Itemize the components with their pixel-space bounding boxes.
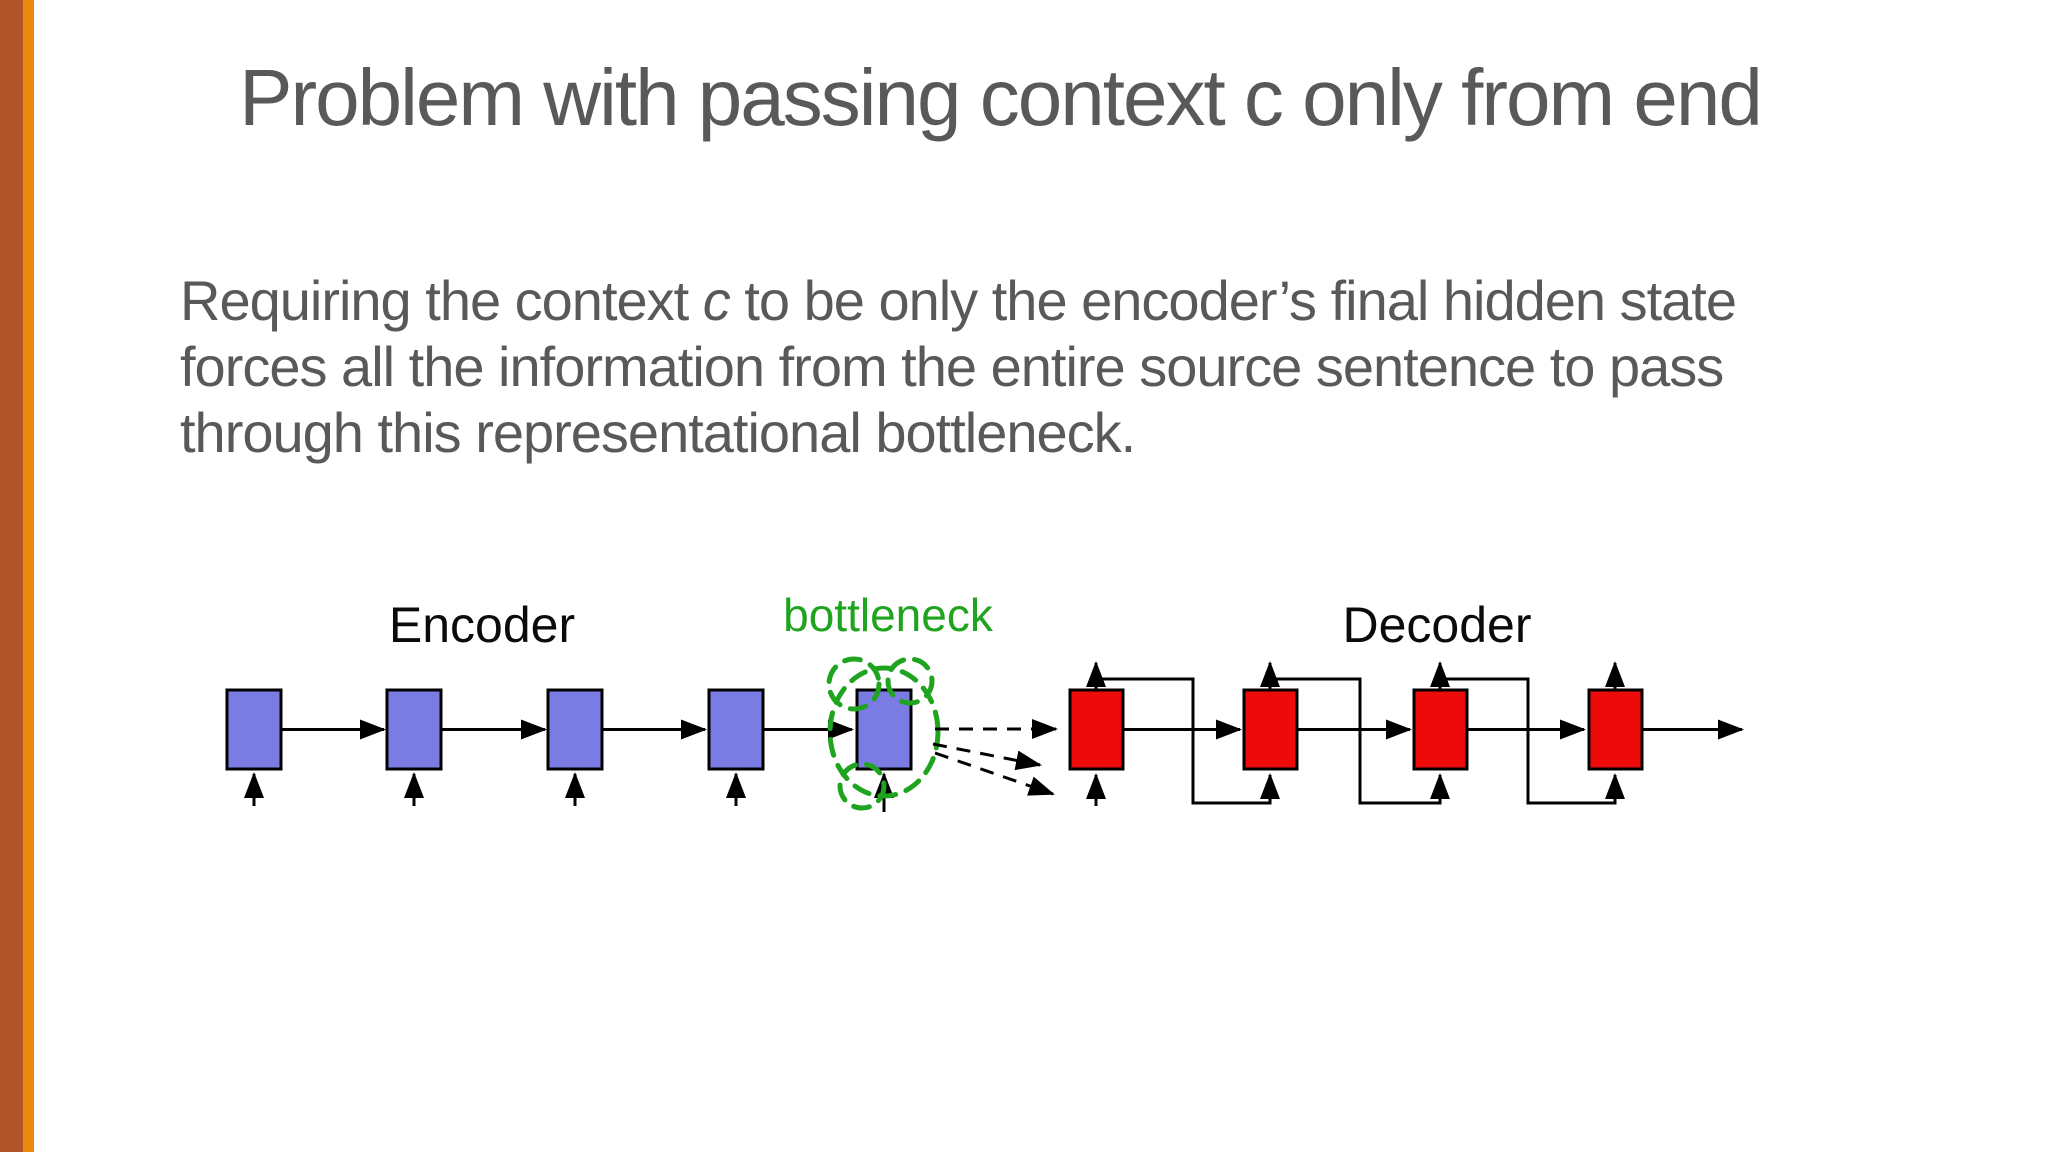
- bottleneck-label: bottleneck: [783, 589, 993, 641]
- decoder-box-2: [1242, 688, 1299, 771]
- sidebar-accent-dark: [0, 0, 23, 1152]
- decoder-box-1: [1068, 688, 1125, 771]
- sidebar-accent-light: [23, 0, 34, 1152]
- encoder-input-arrows: [244, 772, 894, 812]
- bottleneck-cloud: [826, 656, 941, 811]
- encoder-label: Encoder: [388, 597, 576, 653]
- context-dashed-arrows: [932, 719, 1058, 796]
- decoder-box-4: [1587, 688, 1644, 771]
- decoder-boxes: [1068, 688, 1644, 771]
- slide-title: Problem with passing context c only from…: [239, 53, 1763, 142]
- encoder-box-3: [546, 688, 604, 771]
- decoder-box-3: [1412, 688, 1469, 771]
- encoder-box-2: [385, 688, 443, 771]
- decoder-output-arrows: [1086, 661, 1625, 690]
- body-line-2: forces all the information from the enti…: [180, 335, 1724, 398]
- encoder-box-4: [707, 688, 765, 771]
- body-line-3: through this representational bottleneck…: [180, 401, 1136, 464]
- decoder-label: Decoder: [1342, 597, 1532, 653]
- context-c-italic: c: [702, 269, 731, 332]
- slide-body-text: Requiring the context c to be only the e…: [180, 268, 1880, 466]
- encoder-box-1: [225, 688, 283, 771]
- body-line-1: Requiring the context c to be only the e…: [180, 269, 1737, 332]
- encoder-boxes: [225, 688, 913, 771]
- decoder-feedback-loops: [1086, 677, 1625, 806]
